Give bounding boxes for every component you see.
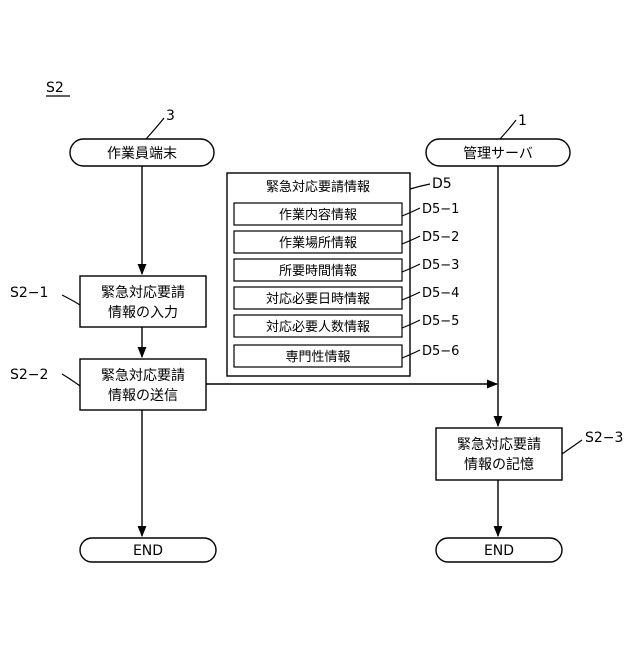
terminal-node: 作業員端末 [70,139,214,166]
step-s2-2-line2: 情報の送信 [108,388,178,404]
record-field: 対応必要人数情報 D5−5 [234,314,459,337]
step-s2-1-line1: 緊急対応要請 [101,285,185,301]
terminal-ref: 3 [166,108,175,124]
server-ref: 1 [518,113,527,129]
step-s2-2-id: S2−2 [10,367,48,383]
end-right-label: END [484,543,514,559]
record-ref-leader [410,184,430,189]
record-d5: 緊急対応要請情報 D5 作業内容情報 D5−1 作業場所情報 D5−2 所要時間… [227,173,459,376]
record-field-label: 作業内容情報 [279,207,357,223]
record-field-ref: D5−4 [422,286,459,301]
record-field: 作業内容情報 D5−1 [234,202,459,225]
record-field-label: 対応必要日時情報 [266,292,370,307]
terminal-label: 作業員端末 [107,146,177,162]
record-field-label: 作業場所情報 [279,235,357,251]
record-field: 所要時間情報 D5−3 [234,258,459,281]
record-field-ref: D5−1 [422,202,459,217]
step-s2-3-id: S2−3 [585,430,623,446]
step-s2-3-box: 緊急対応要請 情報の記憶 [436,428,562,480]
record-field-label: 対応必要人数情報 [266,320,370,335]
step-s2-1-leader [62,295,80,305]
server-label: 管理サーバ [463,146,533,162]
record-field: 作業場所情報 D5−2 [234,230,459,253]
step-s2-1-line2: 情報の入力 [108,305,178,321]
step-s2-2-leader [62,374,80,386]
step-s2-3-line2: 情報の記憶 [464,456,534,473]
figure-label: S2 [46,80,64,96]
record-field-ref: D5−3 [422,258,459,273]
end-left-label: END [133,543,163,559]
record-title: 緊急対応要請情報 [266,180,370,195]
terminal-ref-leader [146,118,164,139]
record-field-ref: D5−6 [422,344,459,359]
step-s2-1-box: 緊急対応要請 情報の入力 [80,276,206,327]
record-field-ref: D5−2 [422,230,459,245]
record-field: 対応必要日時情報 D5−4 [234,286,459,309]
end-right: END [436,538,562,562]
step-s2-1-id: S2−1 [10,285,48,301]
record-field-ref: D5−5 [422,314,459,329]
end-left: END [80,538,216,562]
record-field-label: 所要時間情報 [279,264,357,279]
step-s2-2-box: 緊急対応要請 情報の送信 [80,359,206,410]
record-field-label: 専門性情報 [285,350,350,365]
server-node: 管理サーバ [426,139,570,166]
record-field: 専門性情報 D5−6 [234,344,459,367]
server-ref-leader [500,120,516,139]
step-s2-3-line1: 緊急対応要請 [457,437,541,453]
step-s2-2-line1: 緊急対応要請 [101,368,185,384]
record-ref: D5 [432,176,452,192]
step-s2-3-leader [562,440,582,454]
